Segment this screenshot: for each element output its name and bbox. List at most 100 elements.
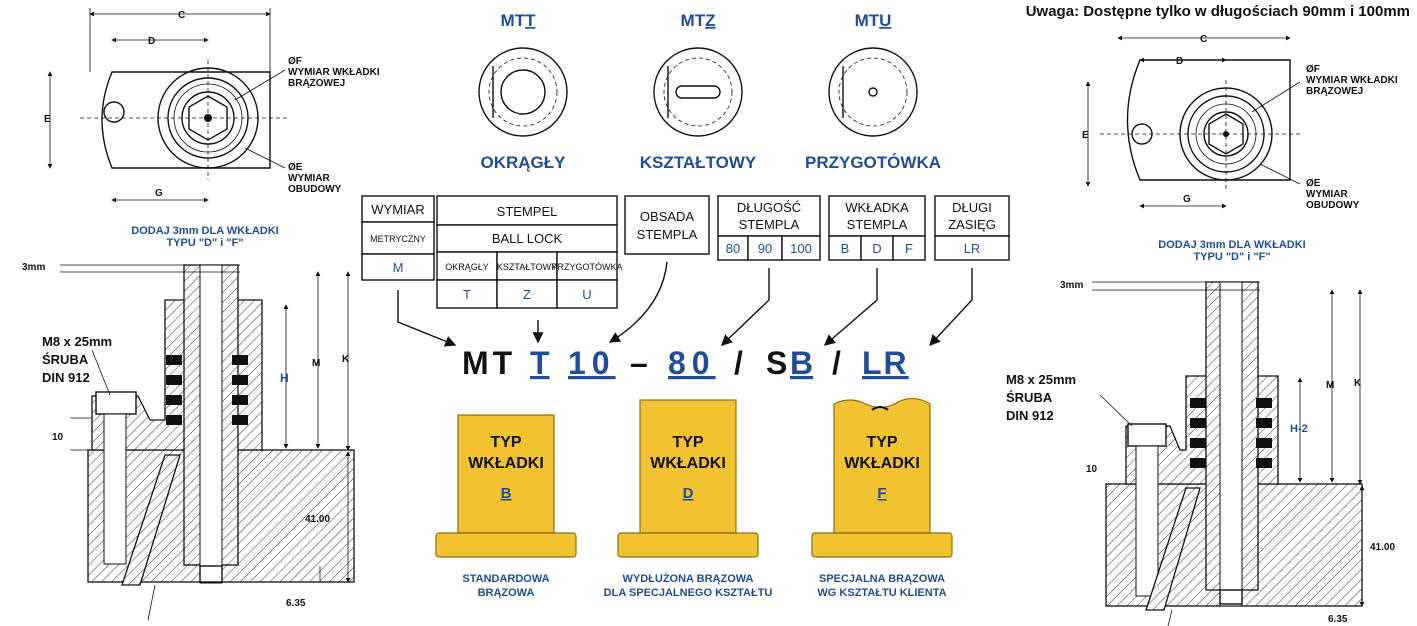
shape-mtu-label: PRZYGOTÓWKA [805,153,941,172]
right-screw-name: ŚRUBA [1006,390,1053,405]
screw-spec: M8 x 25mm [42,334,112,349]
order-code-reach: LR [862,345,909,381]
dim-h: H [280,371,289,385]
box-wkladka: WKŁADKA STEMPLA B D F [828,195,926,261]
e-label-1: ØE [288,162,303,173]
dim-e-label: E [44,114,51,125]
insert-type-d: TYP WKŁADKI D WYDŁUŻONA BRĄZOWA DLA SPEC… [604,399,773,599]
e-label-2: WYMIAR [288,173,330,184]
shape-mtz-prefix: MT [681,11,706,30]
insert-code: B [841,241,850,256]
box-stempel-title: STEMPEL [497,204,558,219]
box-wymiar-sub: METRYCZNY [370,234,426,244]
stempel-option-label: PRZYGOTÓWKA [551,262,622,272]
box-zasieg: DŁUGI ZASIĘG LR [934,195,1010,261]
shape-mtu-prefix: MT [855,11,880,30]
svg-text:MTU: MTU [855,11,892,30]
right-dim-g: G [1183,194,1191,205]
insert-code: D [872,241,881,256]
order-code-length: 80 [668,345,716,381]
order-code-slash2: / [832,345,841,381]
order-code-dash: – [630,345,648,381]
box-obsada-line1: OBSADA [640,209,695,224]
right-dim-3mm: 3mm [1060,280,1083,291]
order-arrows [397,261,973,347]
insert-type-b: TYP WKŁADKI B STANDARDOWA BRĄZOWA [435,414,577,599]
box-wymiar: WYMIAR METRYCZNY M [361,195,435,281]
availability-note: Uwaga: Dostępne tylko w długościach 90mm… [1026,3,1410,20]
shape-mtt-prefix: MT [501,11,526,30]
order-code-slash1: / [734,345,743,381]
right-screw-norm: DIN 912 [1006,408,1054,423]
insert-f-caption1: SPECJALNA BRĄZOWA [819,573,945,585]
shape-mtu: MTU PRZYGOTÓWKA [805,11,941,172]
insert-b-caption2: BRĄZOWA [478,587,535,599]
insert-d-caption2: DLA SPECJALNEGO KSZTAŁTU [604,587,773,599]
box-dlugosc-line2: STEMPLA [739,217,800,232]
dim-10: 10 [52,432,64,443]
dim-g-label: G [155,188,163,199]
shape-mtt-letter: T [525,11,536,30]
right-dim-c: C [1200,34,1207,45]
right-e-label-1: ØE [1306,178,1321,189]
right-dim-h2: H-2 [1290,423,1308,435]
box-wymiar-code: M [393,260,404,275]
right-section-view: DODAJ 3mm DLA WKŁADKI TYPU "D" i "F" 3mm… [1006,239,1395,626]
screw-norm: DIN 912 [42,370,90,385]
length-code: 90 [758,241,772,256]
f-label-3: BRĄZOWEJ [288,78,345,89]
box-obsada: OBSADA STEMPLA [624,195,710,255]
order-code: MT T 10 – 80 / S B / LR [462,345,909,381]
length-code: 80 [726,241,740,256]
screw-name: ŚRUBA [42,352,89,367]
dim-635: 6.35 [286,598,306,609]
dim-c-label: C [178,10,185,21]
add-3mm-line1: DODAJ 3mm DLA WKŁADKI [131,225,279,237]
right-dim-41: 41.00 [1370,542,1395,553]
stempel-option-code: U [582,287,591,302]
insert-f-code: F [877,485,886,502]
stempel-option-label: KSZTAŁTOWY [497,262,557,272]
f-label-2: WYMIAR WKŁADKI [288,67,380,78]
shape-mtt-label: OKRĄGŁY [481,153,567,172]
insert-b-line1: TYP [490,434,521,451]
svg-text:MTT: MTT [501,11,537,30]
stempel-option-label: OKRĄGŁY [445,262,489,272]
order-code-diameter: 10 [568,345,616,381]
add-3mm-line2: TYPU "D" i "F" [166,237,243,249]
insert-b-code: B [501,485,512,502]
order-code-shape: T [530,345,550,381]
shape-mtz-label: KSZTAŁTOWY [640,153,757,172]
right-add-3mm-line1: DODAJ 3mm DLA WKŁADKI [1158,239,1306,251]
box-wkladka-line1: WKŁADKA [845,200,909,215]
insert-f-line2: WKŁADKI [844,455,920,472]
right-dim-e: E [1082,130,1089,141]
box-obsada-line2: STEMPLA [637,227,698,242]
svg-text:MTZ: MTZ [681,11,716,30]
length-code: 100 [790,241,812,256]
right-dim-k: K [1354,378,1362,389]
insert-d-line1: TYP [672,434,703,451]
right-e-label-2: WYMIAR [1306,189,1348,200]
right-dim-d: D [1176,56,1183,67]
right-dim-635: 6.35 [1328,614,1348,625]
right-dim-m: M [1326,380,1334,391]
box-stempel-sub: BALL LOCK [492,231,563,246]
box-zasieg-code: LR [964,241,981,256]
insert-b-caption1: STANDARDOWA [462,573,549,585]
insert-d-code: D [683,485,694,502]
order-code-s: S [766,345,787,381]
insert-type-f: TYP WKŁADKI F SPECJALNA BRĄZOWA WG KSZTA… [811,397,953,599]
f-label-1: ØF [288,56,302,67]
insert-d-line2: WKŁADKI [650,455,726,472]
stempel-option-code: T [463,287,471,302]
right-f-label-2: WYMIAR WKŁADKI [1306,75,1398,86]
box-wkladka-line2: STEMPLA [847,217,908,232]
insert-d-caption1: WYDŁUŻONA BRĄZOWA [623,572,754,585]
right-e-label-3: OBUDOWY [1306,200,1360,211]
box-zasieg-line1: DŁUGI [952,200,992,215]
insert-b-line2: WKŁADKI [468,455,544,472]
dim-3mm: 3mm [22,262,45,273]
order-code-insert: B [790,345,813,381]
